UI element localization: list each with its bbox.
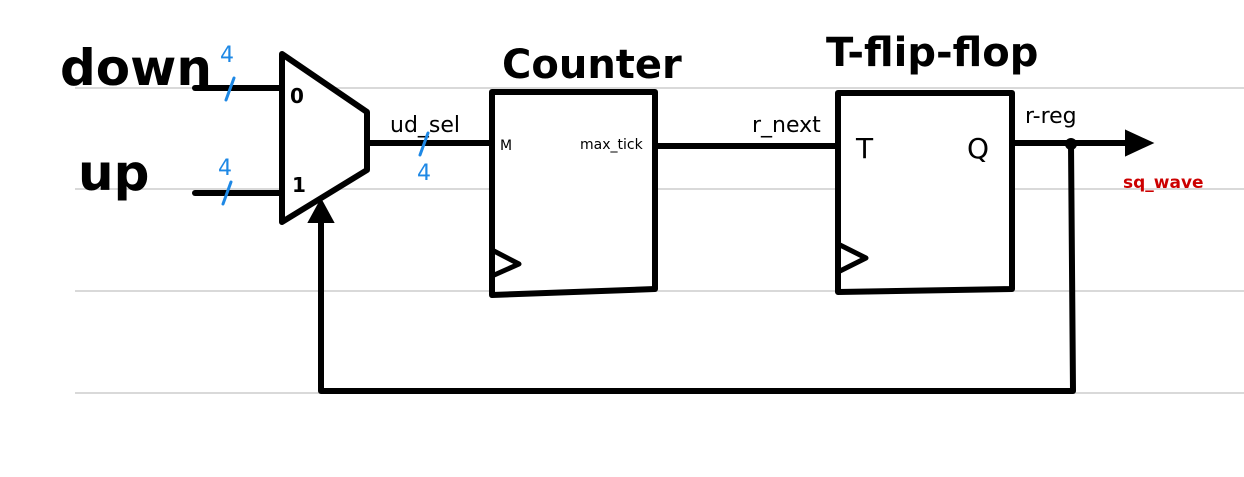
- ud-sel-bus-width: 4: [417, 161, 431, 186]
- sq-wave-output-label: sq_wave: [1123, 173, 1204, 193]
- r-next-label: r_next: [752, 113, 821, 138]
- counter-output-port: max_tick: [580, 137, 644, 153]
- tff-input-port: T: [855, 132, 874, 165]
- tff-box: [835, 90, 1015, 295]
- tff-clock-triangle: [835, 241, 869, 275]
- down-input-label: down: [60, 39, 212, 97]
- mux-body: [279, 51, 370, 225]
- mux-sel1-label: 1: [292, 173, 306, 197]
- up-input-label: up: [78, 144, 149, 202]
- down-bus-width: 4: [220, 43, 234, 68]
- mux-sel0-label: 0: [290, 84, 304, 108]
- tff-title: T-flip-flop: [826, 30, 1038, 76]
- feedback-arrowhead: [307, 197, 335, 223]
- counter-input-port: M: [500, 138, 512, 154]
- ud-sel-label: ud_sel: [390, 113, 460, 138]
- counter-title: Counter: [502, 42, 682, 88]
- up-bus-tick: [221, 180, 233, 206]
- output-arrowhead: [1125, 129, 1155, 157]
- down-bus-tick: [224, 76, 236, 102]
- ruled-lines: [75, 87, 1244, 394]
- counter-clock-triangle: [489, 247, 522, 279]
- tff-output-port: Q: [967, 132, 989, 165]
- counter-box: [489, 89, 658, 298]
- up-bus-width: 4: [218, 156, 232, 181]
- r-reg-label: r-reg: [1025, 104, 1077, 129]
- ud-sel-bus-tick: [418, 131, 430, 157]
- feedback-wire: [318, 141, 1076, 394]
